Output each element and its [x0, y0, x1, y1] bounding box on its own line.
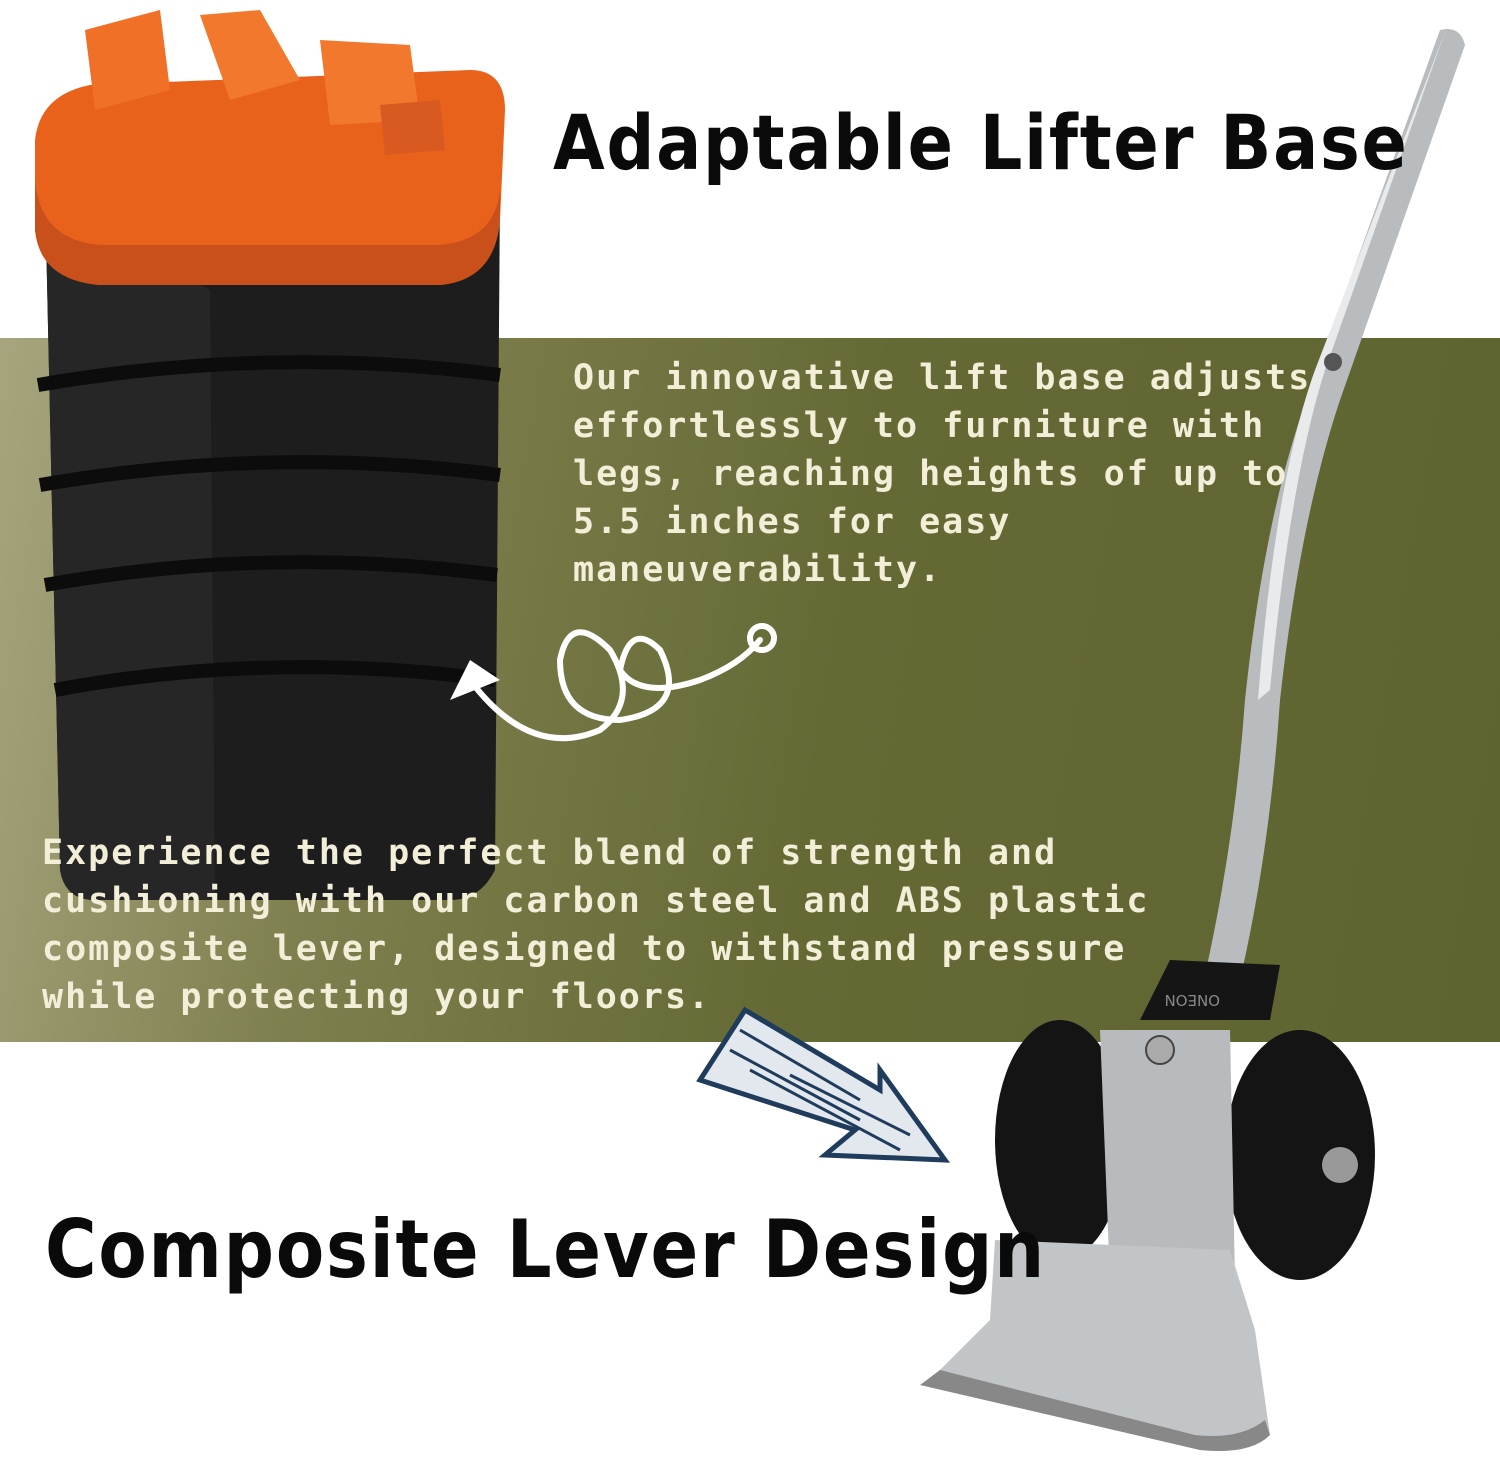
hatched-arrow-icon: [696, 1006, 951, 1163]
heading-composite-lever-design: Composite Lever Design: [45, 1203, 1047, 1296]
heading-adaptable-lifter-base: Adaptable Lifter Base: [553, 98, 1409, 187]
lift-base-description: Our innovative lift base adjusts effortl…: [573, 358, 1312, 590]
lever-description: Experience the perfect blend of strength…: [42, 833, 1150, 1017]
brand-logo: ONEON: [1164, 991, 1220, 1009]
lifter-base-image: [35, 10, 505, 900]
lever-image: ONEON: [920, 29, 1465, 1451]
curly-arrow-icon: [450, 623, 777, 742]
